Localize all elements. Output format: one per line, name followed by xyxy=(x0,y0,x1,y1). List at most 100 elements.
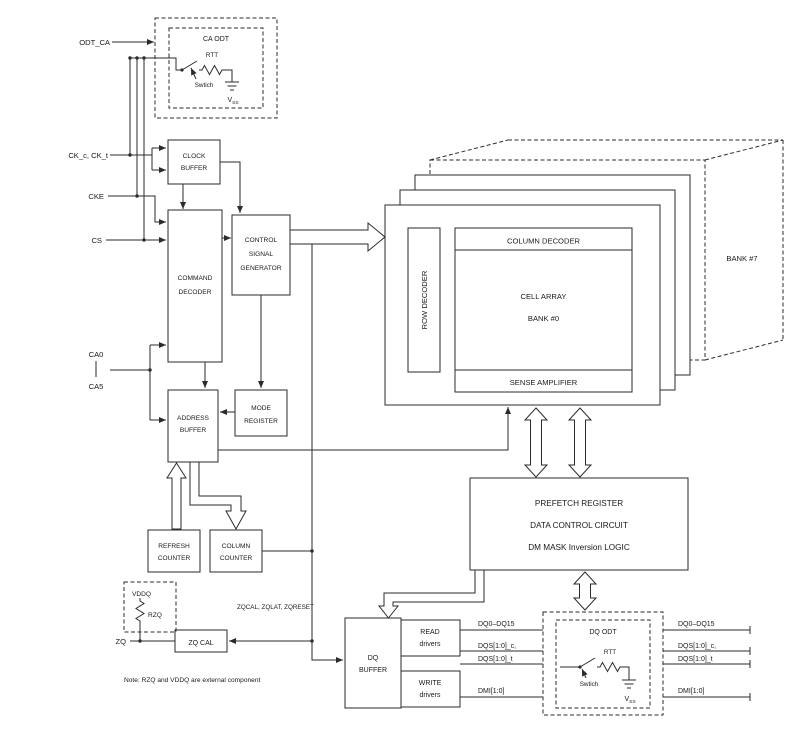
junction-dots xyxy=(128,56,582,669)
cke-label: CKE xyxy=(88,192,104,201)
command-decoder-label-1: COMMAND xyxy=(178,275,213,282)
arrow-address-to-column-counter xyxy=(189,461,247,531)
ca-odt-outer-box xyxy=(154,17,278,119)
dq-left-label-dq: DQ0–DQ15 xyxy=(478,621,515,628)
csg-label-3: GENERATOR xyxy=(240,265,281,272)
odt-ca-label: ODT_CA xyxy=(79,38,111,47)
dq-odt-title: DQ ODT xyxy=(589,629,617,636)
dq-odt-outer-box xyxy=(542,611,664,716)
rzq-resistor xyxy=(135,598,145,641)
wire-address-to-bank xyxy=(218,407,511,451)
bank7-depth-lines xyxy=(429,139,784,361)
junction-dot xyxy=(142,238,146,242)
junction-dot xyxy=(310,639,314,643)
dq-left-label-dmi: DMI[1:0] xyxy=(478,688,505,695)
prefetch-register-box xyxy=(469,477,689,571)
clock-buffer-label-1: CLOCK xyxy=(183,153,206,160)
dq-odt-switch-pointer xyxy=(581,668,588,679)
vss-main: V xyxy=(227,97,232,104)
dq-odt-block xyxy=(542,611,664,716)
dq-odt-rtt-resistor xyxy=(597,661,623,673)
cell-array-label-2: BANK #0 xyxy=(528,314,559,323)
mode-register-box xyxy=(234,389,288,437)
ca-odt-inner-box xyxy=(168,27,264,109)
arrow-csg-to-banks xyxy=(289,221,386,253)
ca0-label: CA0 xyxy=(89,350,104,359)
dq-odt-switch-pivot xyxy=(578,665,582,669)
vddq-block xyxy=(123,581,177,633)
ck-label: CK_c, CK_t xyxy=(68,151,109,160)
ca-odt-rtt-resistor xyxy=(199,64,225,76)
dq-odt-switch-blade xyxy=(579,657,596,668)
dq-buffer-box xyxy=(344,617,402,709)
junction-dot xyxy=(138,639,142,643)
zq-label: ZQ xyxy=(115,637,126,646)
prefetch-label-2: DATA CONTROL CIRCUIT xyxy=(530,521,628,530)
vss-main: V xyxy=(624,696,629,703)
vddq-label: VDDQ xyxy=(132,591,151,598)
arrow-refresh-to-address xyxy=(166,462,187,530)
zq-signals-label: ZQCAL, ZQLAT, ZQRESET xyxy=(237,604,314,611)
bank7-label: BANK #7 xyxy=(726,254,757,263)
external-component-note: Note: RZQ and VDDQ are external componen… xyxy=(124,677,261,684)
write-drivers-label-1: WRITE xyxy=(419,680,442,687)
junction-dot xyxy=(148,368,152,372)
rzq-label: RZQ xyxy=(148,612,162,619)
dq-lines-right xyxy=(663,629,750,698)
dq-odt-vss-label: VSS xyxy=(624,696,635,705)
csg-label-1: CONTROL xyxy=(245,237,278,244)
zq-cal-box xyxy=(174,629,228,653)
refresh-counter-box xyxy=(147,529,201,573)
clock-buffer-label-2: BUFFER xyxy=(181,165,208,172)
dq-buffer-label-1: DQ xyxy=(368,655,379,662)
refresh-counter-label-2: COUNTER xyxy=(158,555,191,562)
sense-amplifier-box xyxy=(454,369,633,393)
dq-odt-rtt-label: RTT xyxy=(604,649,616,656)
arrow-bank-prefetch-1 xyxy=(523,407,549,478)
memory-bank-stack xyxy=(384,139,784,406)
address-buffer-box xyxy=(167,389,219,463)
address-buffer-label-2: BUFFER xyxy=(180,427,207,434)
mode-register-label-2: REGISTER xyxy=(244,418,278,425)
junction-dot xyxy=(128,56,132,60)
sense-amplifier-label: SENSE AMPLIFIER xyxy=(510,378,578,387)
dq-right-label-dqs-t: DQS[1:0]_t xyxy=(678,656,713,663)
ca-odt-switch-label: Swtich xyxy=(195,82,214,89)
column-counter-label-1: COLUMN xyxy=(222,543,251,550)
write-drivers-box xyxy=(400,670,461,708)
ca-odt-title: CA ODT xyxy=(203,36,230,43)
clock-buffer-box xyxy=(167,139,221,185)
read-drivers-box xyxy=(400,619,461,657)
write-drivers-label-2: drivers xyxy=(419,692,441,699)
wire-cke xyxy=(108,195,166,225)
function-blocks xyxy=(147,139,689,709)
address-buffer-label-1: ADDRESS xyxy=(177,415,209,422)
dq-left-label-dqs-t: DQS[1:0]_t xyxy=(478,656,513,663)
junction-dot xyxy=(135,194,139,198)
junction-dot xyxy=(310,549,314,553)
junction-dot xyxy=(128,153,132,157)
labels: ODT_CA CK_c, CK_t CKE CS CA0 CA5 ZQ CA O… xyxy=(68,36,757,705)
row-decoder-label: ROW DECODER xyxy=(420,270,429,329)
read-drivers-label-2: drivers xyxy=(419,641,441,648)
ca-odt-ground-lead xyxy=(225,69,233,82)
dq-odt-switch-label: Swtich xyxy=(580,681,599,688)
arrow-prefetch-to-dq-bus xyxy=(572,571,598,611)
ca5-label: CA5 xyxy=(89,382,104,391)
dq-buffer-label-2: BUFFER xyxy=(359,667,387,674)
dq-odt-inner-box xyxy=(555,619,651,709)
ca-odt-vss-label: VSS xyxy=(227,97,238,106)
ca-odt-rtt-label: RTT xyxy=(206,52,218,59)
wire-clock-to-csg xyxy=(220,161,243,213)
dq-lines-left xyxy=(460,629,543,698)
wires xyxy=(95,39,751,701)
cell-array-box xyxy=(454,249,633,371)
csg-label-2: SIGNAL xyxy=(249,251,274,258)
junction-dot xyxy=(142,56,146,60)
dq-right-label-dq: DQ0–DQ15 xyxy=(678,621,715,628)
refresh-counter-label-1: REFRESH xyxy=(158,543,190,550)
command-decoder-label-2: DECODER xyxy=(179,289,212,296)
column-counter-label-2: COUNTER xyxy=(220,555,253,562)
